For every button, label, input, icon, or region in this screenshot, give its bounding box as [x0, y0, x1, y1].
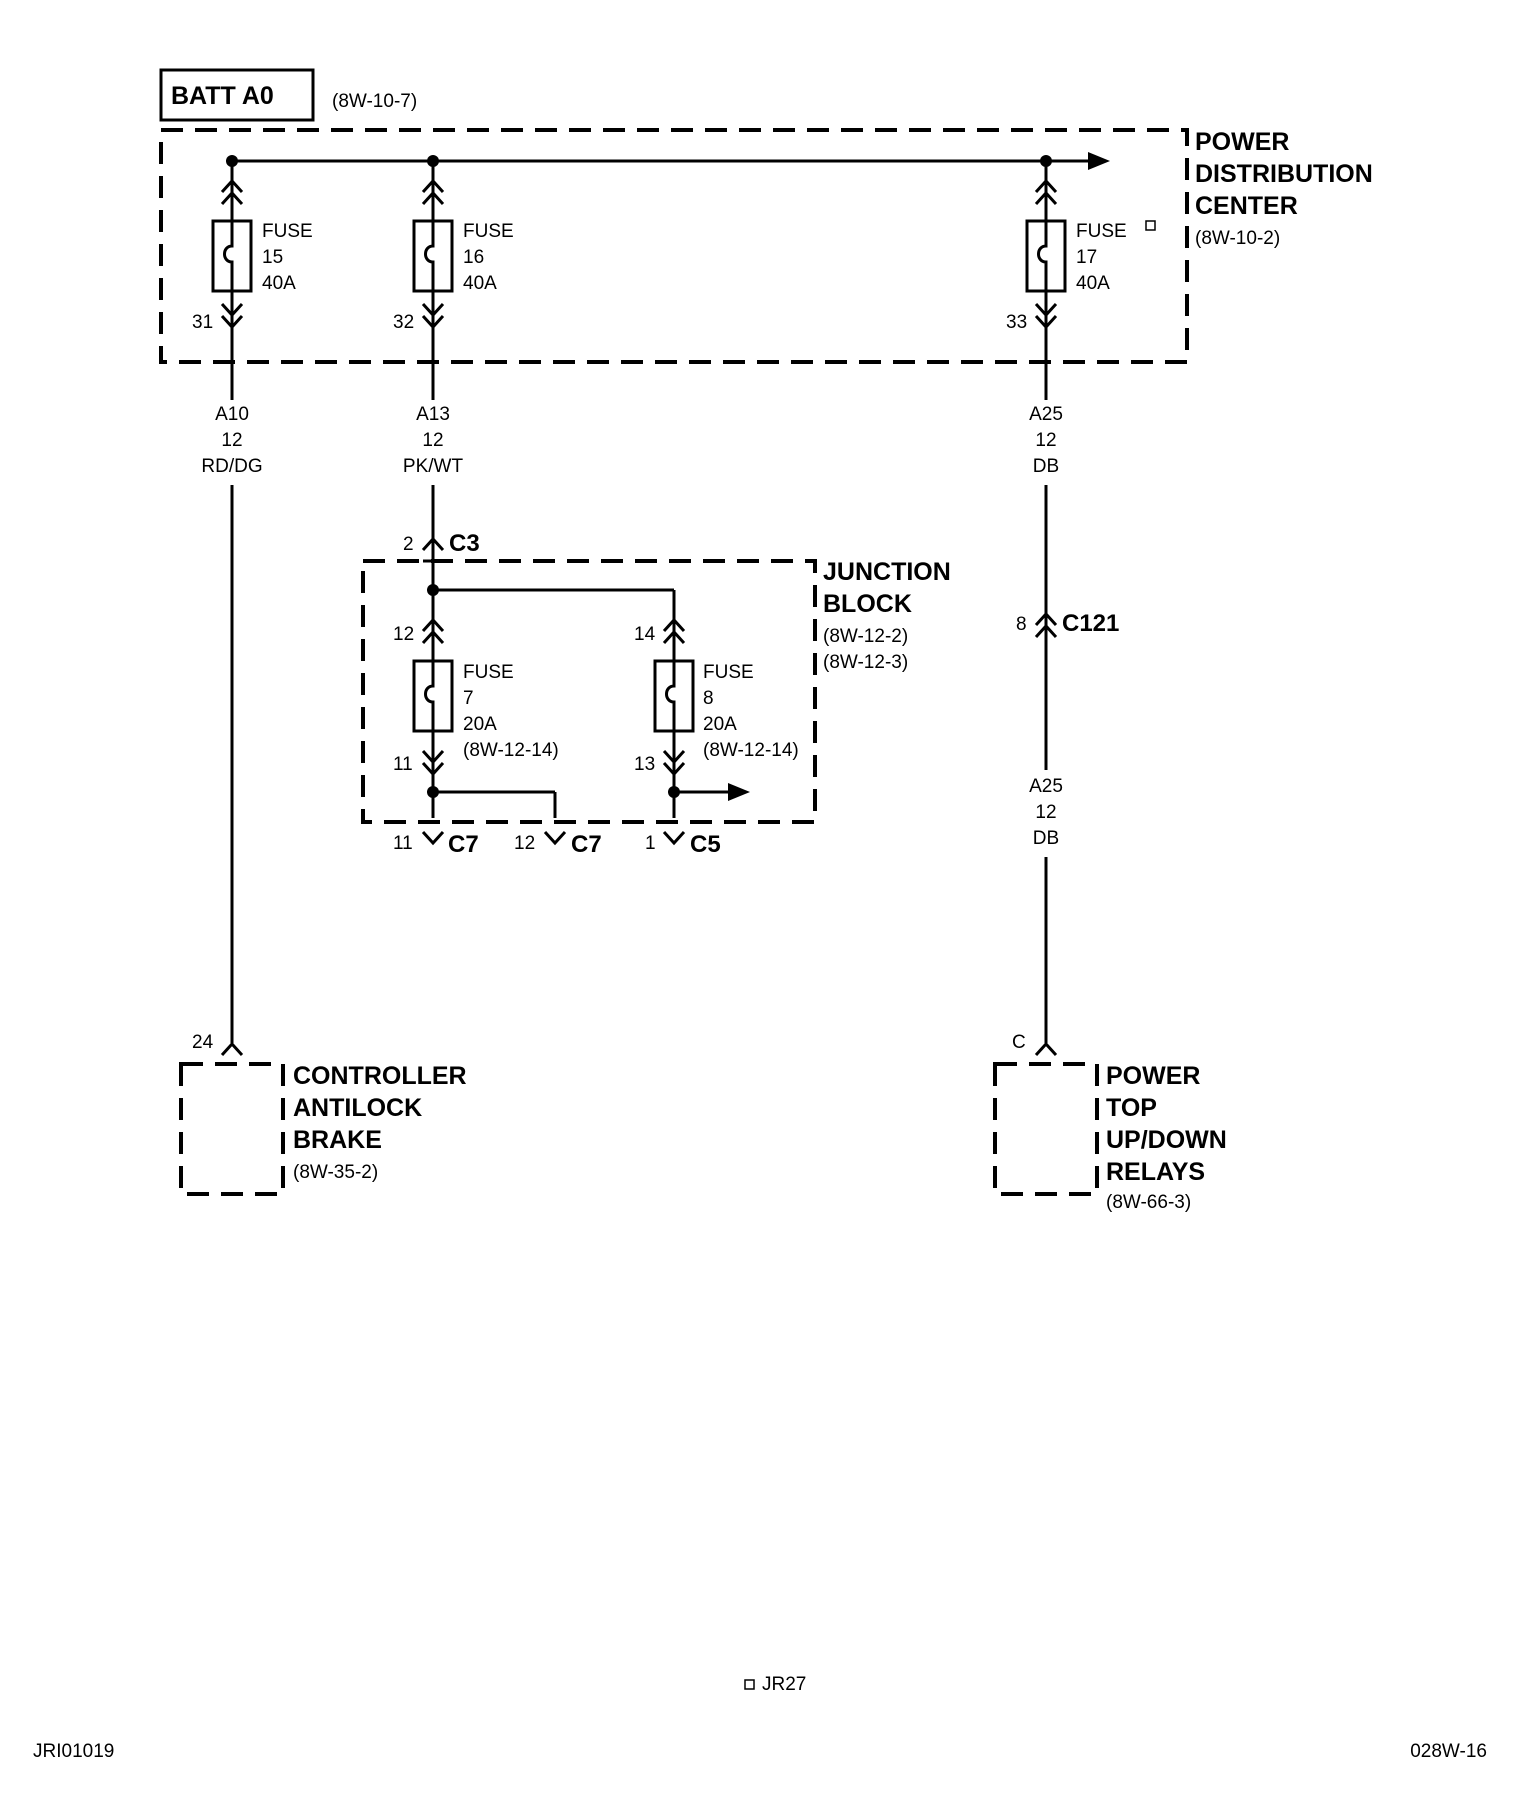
- c5-pin: 1: [645, 833, 656, 854]
- abs-title-3: BRAKE: [293, 1126, 382, 1154]
- c121-connector-icon-1: [1034, 611, 1058, 627]
- abs-pin: 24: [192, 1032, 214, 1053]
- pdc-title-3: CENTER: [1195, 192, 1298, 220]
- fuse17-l2: 17: [1076, 247, 1097, 268]
- a25-bottom-gauge: 12: [1035, 802, 1056, 823]
- footer-marker-icon: [744, 1679, 755, 1690]
- c7a-name: C7: [448, 831, 479, 858]
- junction-ref-2: (8W-12-3): [823, 652, 908, 673]
- fuse8-l1: FUSE: [703, 662, 754, 683]
- junction-title-2: BLOCK: [823, 590, 912, 618]
- fuse7-ref: (8W-12-14): [463, 740, 559, 761]
- abs-title-2: ANTILOCK: [293, 1094, 422, 1122]
- batt-label: BATT A0: [171, 82, 274, 110]
- fuse-7: [412, 590, 454, 818]
- c5-name: C5: [690, 831, 721, 858]
- fuse15-l1: FUSE: [262, 221, 313, 242]
- fuse-8: [653, 617, 695, 818]
- pdc-title-2: DISTRIBUTION: [1195, 160, 1373, 188]
- junction-title-1: JUNCTION: [823, 558, 951, 586]
- a10-gauge: 12: [221, 430, 242, 451]
- note-marker-icon: [1145, 220, 1156, 231]
- relay-title-4: RELAYS: [1106, 1158, 1205, 1186]
- fuse16-l2: 16: [463, 247, 484, 268]
- fuse16-pin: 32: [393, 312, 414, 333]
- fuse7-pin-out: 11: [393, 754, 413, 775]
- batt-ref: (8W-10-7): [332, 91, 417, 112]
- fuse8-l3: 20A: [703, 714, 737, 735]
- a13-color: PK/WT: [403, 456, 464, 477]
- fuse15-pin: 31: [192, 312, 213, 333]
- c121-pin: 8: [1016, 614, 1027, 635]
- fuse8-ref: (8W-12-14): [703, 740, 799, 761]
- pdc-boundary: [159, 128, 1189, 364]
- fuse17-pin: 33: [1006, 312, 1027, 333]
- fuse17-l3: 40A: [1076, 273, 1110, 294]
- relay-connector-icon: [1034, 1041, 1058, 1057]
- fuse16-l3: 40A: [463, 273, 497, 294]
- pdc-title-1: POWER: [1195, 128, 1289, 156]
- relay-title-1: POWER: [1106, 1062, 1200, 1090]
- c7b-name: C7: [571, 831, 602, 858]
- fuse8-arrow-icon: [728, 783, 750, 801]
- relay-pin: C: [1012, 1032, 1026, 1053]
- fuse-17: [1025, 161, 1067, 400]
- fuse8-l2: 8: [703, 688, 714, 709]
- a25-top-gauge: 12: [1035, 430, 1056, 451]
- abs-connector-icon: [220, 1041, 244, 1057]
- c7a-connector-icon: [421, 830, 445, 846]
- footer-right: 028W-16: [1410, 1741, 1487, 1762]
- c7a-pin: 11: [393, 833, 413, 854]
- junction-boundary: [361, 559, 817, 824]
- pdc-ref: (8W-10-2): [1195, 228, 1280, 249]
- a13-gauge: 12: [422, 430, 443, 451]
- fuse15-l3: 40A: [262, 273, 296, 294]
- fuse16-l1: FUSE: [463, 221, 514, 242]
- abs-boundary: [179, 1062, 285, 1196]
- a25-bottom-color: DB: [1033, 828, 1059, 849]
- a25-top-color: DB: [1033, 456, 1059, 477]
- a25-bottom-circuit: A25: [1029, 776, 1063, 797]
- fuse15-l2: 15: [262, 247, 283, 268]
- fuse-16: [412, 161, 454, 400]
- fuse8-pin-in: 14: [634, 624, 656, 645]
- c121-connector-icon-2: [1034, 623, 1058, 639]
- c7b-connector-icon: [543, 830, 567, 846]
- fuse8-pin-out: 13: [634, 754, 655, 775]
- a25-top-circuit: A25: [1029, 404, 1063, 425]
- abs-title-1: CONTROLLER: [293, 1062, 467, 1090]
- fuse7-l2: 7: [463, 688, 474, 709]
- c3-pin: 2: [403, 534, 414, 555]
- c121-name: C121: [1062, 610, 1119, 637]
- bus-arrow-icon: [1088, 152, 1110, 170]
- relay-boundary: [993, 1062, 1099, 1196]
- junction-ref-1: (8W-12-2): [823, 626, 908, 647]
- fuse7-pin-in: 12: [393, 624, 414, 645]
- c3-connector-icon: [421, 536, 445, 552]
- relay-title-2: TOP: [1106, 1094, 1157, 1122]
- a10-color: RD/DG: [201, 456, 262, 477]
- c3-name: C3: [449, 530, 480, 557]
- abs-ref: (8W-35-2): [293, 1162, 378, 1183]
- relay-title-3: UP/DOWN: [1106, 1126, 1227, 1154]
- c7b-pin: 12: [514, 833, 535, 854]
- a13-circuit: A13: [416, 404, 450, 425]
- footer-center: JR27: [762, 1674, 806, 1695]
- a10-circuit: A10: [215, 404, 249, 425]
- fuse-15: [211, 161, 253, 400]
- fuse7-l1: FUSE: [463, 662, 514, 683]
- relay-ref: (8W-66-3): [1106, 1192, 1191, 1213]
- fuse7-l3: 20A: [463, 714, 497, 735]
- fuse17-l1: FUSE: [1076, 221, 1127, 242]
- batt-box: [159, 68, 315, 122]
- footer-left: JRI01019: [33, 1741, 114, 1762]
- c5-connector-icon: [662, 830, 686, 846]
